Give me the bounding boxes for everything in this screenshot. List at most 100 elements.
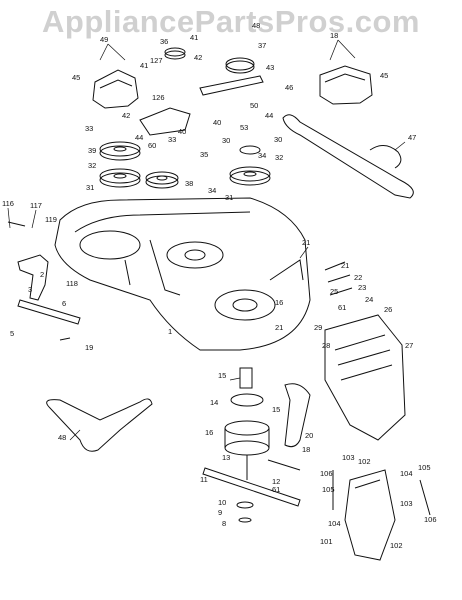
callout: 48 <box>252 21 260 30</box>
callout: 50 <box>250 101 258 110</box>
callout: 53 <box>240 123 248 132</box>
callout: 6 <box>62 299 66 308</box>
callout: 45 <box>72 73 80 82</box>
callout: 37 <box>258 41 266 50</box>
callout: 16 <box>205 428 213 437</box>
callout: 33 <box>85 124 93 133</box>
callout: 60 <box>148 141 156 150</box>
left-cover[interactable] <box>92 69 139 109</box>
callout: 61 <box>338 303 346 312</box>
pulley-right[interactable] <box>229 145 271 186</box>
callout: 22 <box>354 273 362 282</box>
callout: 48 <box>58 433 66 442</box>
callout: 30 <box>222 136 230 145</box>
callout: 20 <box>305 431 313 440</box>
callout: 41 <box>190 33 198 42</box>
callout: 9 <box>218 508 222 517</box>
pulley-left[interactable] <box>99 141 141 161</box>
callout: 44 <box>265 111 273 120</box>
callout: 40 <box>213 118 221 127</box>
callout: 117 <box>30 201 42 210</box>
callout: 116 <box>2 199 14 208</box>
callout: 30 <box>274 135 282 144</box>
callout: 103 <box>400 499 413 508</box>
callout: 42 <box>122 111 130 120</box>
callout: 1 <box>168 327 172 336</box>
callout: 5 <box>10 329 14 338</box>
mulch-plug[interactable] <box>344 469 396 561</box>
callout: 39 <box>88 146 96 155</box>
callout: 47 <box>408 133 416 142</box>
callout: 41 <box>140 61 148 70</box>
callout: 101 <box>320 537 333 546</box>
blade-guard[interactable] <box>267 383 311 471</box>
callout: 28 <box>322 341 330 350</box>
callout: 106 <box>424 515 437 524</box>
mower-blade[interactable] <box>202 467 301 523</box>
callout: 49 <box>100 35 108 44</box>
callout: 103 <box>342 453 355 462</box>
callout: 102 <box>358 457 371 466</box>
callout: 61 <box>272 485 280 494</box>
callout: 15 <box>218 371 226 380</box>
deck-hanger-left[interactable] <box>7 221 81 341</box>
callout: 104 <box>400 469 413 478</box>
callout: 43 <box>266 63 274 72</box>
callout: 32 <box>275 153 283 162</box>
callout: 32 <box>88 161 96 170</box>
callout: 104 <box>328 519 341 528</box>
callout: 15 <box>272 405 280 414</box>
callout: 31 <box>86 183 94 192</box>
idler-bracket[interactable] <box>139 107 191 136</box>
spindle-assembly[interactable] <box>224 367 270 480</box>
callout: 18 <box>330 31 338 40</box>
drive-belt-upper[interactable] <box>282 114 414 199</box>
callout: 126 <box>152 93 165 102</box>
callout: 33 <box>168 135 176 144</box>
callout: 40 <box>178 127 186 136</box>
callout: 29 <box>314 323 322 332</box>
callout: 119 <box>45 215 57 224</box>
blade-belt[interactable] <box>46 398 153 452</box>
callout: 16 <box>275 298 283 307</box>
callout: 34 <box>208 186 216 195</box>
callout: 38 <box>185 179 193 188</box>
discharge-chute[interactable] <box>324 314 406 441</box>
callout: 27 <box>405 341 413 350</box>
callout: 11 <box>200 475 208 484</box>
idler-pulley-top[interactable] <box>164 47 255 74</box>
callout-labels: 116 117 119 118 3 2 6 5 19 1 49 45 36 12… <box>2 21 437 550</box>
pulley-left-lower[interactable] <box>99 168 141 188</box>
callout: 106 <box>320 469 333 478</box>
callout: 21 <box>341 261 349 270</box>
callout: 118 <box>66 279 78 288</box>
callout: 13 <box>222 453 230 462</box>
leader-lines <box>7 39 406 441</box>
pulley-center[interactable] <box>145 171 179 189</box>
right-cover[interactable] <box>319 65 373 105</box>
mulch-plug-hardware[interactable] <box>332 470 431 516</box>
deck-housing[interactable] <box>54 197 311 351</box>
callout: 21 <box>275 323 283 332</box>
callout: 14 <box>210 398 218 407</box>
callout: 102 <box>390 541 403 550</box>
callout: 24 <box>365 295 373 304</box>
callout: 34 <box>258 151 266 160</box>
callout: 8 <box>222 519 226 528</box>
callout: 46 <box>285 83 293 92</box>
callout: 42 <box>194 53 202 62</box>
callout: 127 <box>150 56 163 65</box>
callout: 25 <box>330 287 338 296</box>
chute-hinge-hardware[interactable] <box>324 261 353 296</box>
callout: 23 <box>358 283 366 292</box>
callout: 21 <box>302 238 310 247</box>
watermark-text: AppliancePartsPros.com <box>42 4 420 39</box>
callout: 36 <box>160 37 168 46</box>
callout: 44 <box>135 133 143 142</box>
callout: 2 <box>40 270 44 279</box>
callout: 35 <box>200 150 208 159</box>
callout: 12 <box>272 477 280 486</box>
callout: 31 <box>225 193 233 202</box>
idler-arm[interactable] <box>199 75 264 96</box>
